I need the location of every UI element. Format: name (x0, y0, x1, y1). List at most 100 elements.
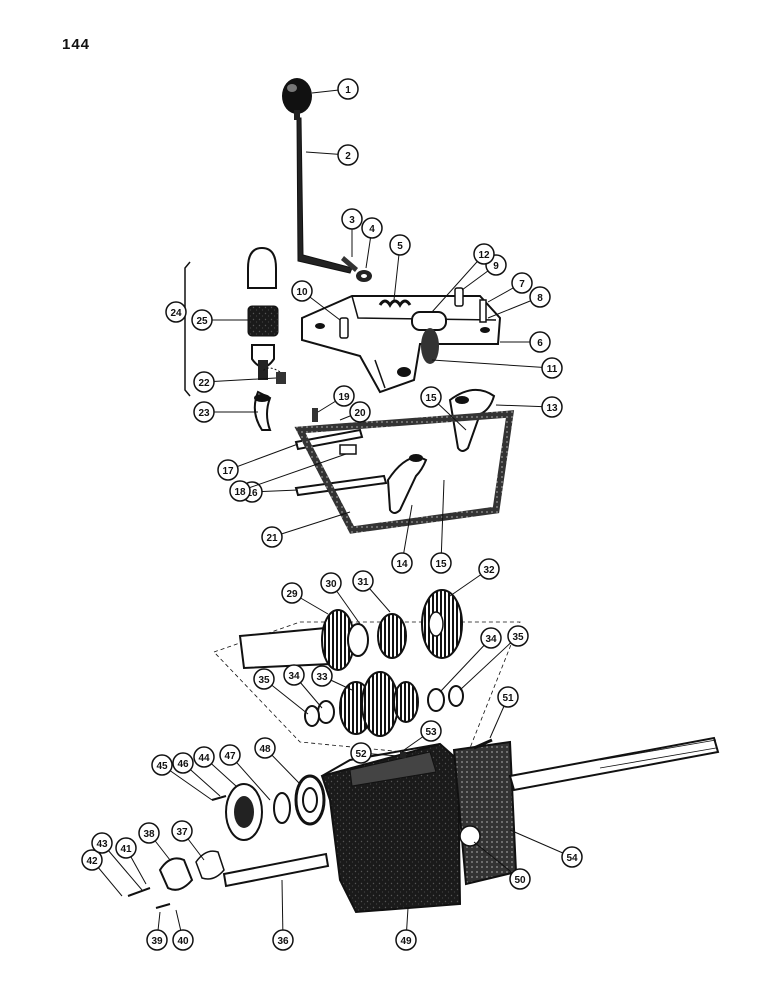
bearing-34-right (427, 688, 445, 712)
leader-line (431, 359, 553, 369)
callout-47: 47 (219, 744, 271, 801)
callout-14: 14 (391, 504, 413, 574)
cover-sleeve (411, 311, 447, 364)
callout-circle (311, 665, 333, 687)
callout-label: 9 (493, 261, 499, 272)
callout-label: 29 (286, 589, 298, 600)
callout-layer: 1234567891011121314151516171819202122232… (81, 78, 583, 951)
callout-circle (541, 396, 563, 418)
callout-label: 11 (547, 364, 558, 375)
callout-46: 46 (172, 752, 221, 797)
callout-circle (529, 286, 551, 308)
callout-circle (151, 754, 173, 776)
leader-line (431, 253, 485, 313)
callout-label: 23 (198, 408, 210, 419)
bearing-34-left (317, 700, 335, 724)
callout-circle (420, 386, 442, 408)
countershaft-outline (213, 621, 521, 759)
callout-label: 49 (400, 936, 412, 947)
callout-1: 1 (311, 78, 359, 100)
callout-circle (497, 686, 519, 708)
shifter-cover (301, 295, 502, 394)
callout-label: 30 (325, 579, 337, 590)
shift-fork-right (448, 389, 496, 452)
callout-43: 43 (91, 832, 143, 891)
callout-label: 2 (345, 151, 351, 162)
callout-38: 38 (138, 822, 171, 861)
callout-label: 1 (345, 85, 351, 96)
callout-label: 17 (222, 466, 234, 477)
callout-6: 6 (500, 331, 551, 353)
callout-39: 39 (146, 911, 168, 951)
callout-41: 41 (115, 837, 147, 885)
callout-circle (361, 217, 383, 239)
callout-circle (320, 572, 342, 594)
leader-line (239, 453, 347, 492)
callout-circle (254, 737, 276, 759)
callout-circle (430, 552, 452, 574)
callout-48: 48 (254, 737, 301, 785)
callout-circle (350, 742, 372, 764)
callout-circle (478, 558, 500, 580)
callout-label: 15 (425, 393, 437, 404)
shift-knob (282, 78, 312, 120)
snap-ring (273, 792, 291, 824)
callout-label: 12 (478, 250, 490, 261)
breather-assembly (184, 246, 281, 397)
callout-label: 18 (234, 487, 246, 498)
callout-circle (391, 552, 413, 574)
callout-4: 4 (361, 217, 383, 269)
cover-spring (378, 299, 412, 308)
callout-circle (219, 744, 241, 766)
callout-label: 19 (338, 392, 350, 403)
callout-label: 40 (177, 936, 189, 947)
callout-34: 34 (283, 664, 323, 709)
callout-circle (191, 309, 213, 331)
bearing-retainer (225, 783, 263, 841)
leader-line (203, 377, 277, 383)
callout-circle (172, 929, 194, 951)
shift-lever (296, 117, 353, 274)
callout-33: 33 (311, 665, 353, 691)
callout-15: 15 (430, 479, 452, 574)
gear-32 (421, 589, 463, 659)
small-fasteners (127, 738, 493, 909)
callout-24: 24 (165, 301, 187, 323)
callout-label: 39 (151, 936, 163, 947)
lever-washer (356, 270, 372, 282)
callout-45: 45 (151, 754, 213, 801)
callout-42: 42 (81, 849, 123, 897)
callout-13: 13 (495, 396, 563, 418)
callout-label: 24 (170, 308, 182, 319)
callout-label: 34 (485, 634, 497, 645)
callout-11: 11 (431, 357, 563, 379)
breather-fitting (276, 372, 286, 384)
leader-line (509, 829, 573, 858)
callout-circle (291, 280, 313, 302)
callout-3: 3 (341, 208, 363, 257)
callout-label: 21 (266, 533, 278, 544)
callout-15: 15 (420, 386, 467, 431)
callout-label: 51 (502, 693, 514, 704)
callout-circle (261, 526, 283, 548)
callout-17: 17 (217, 443, 299, 481)
callout-20: 20 (339, 401, 371, 423)
callout-circle (352, 570, 374, 592)
callout-label: 16 (246, 488, 258, 499)
callout-51: 51 (489, 686, 519, 739)
callout-19: 19 (317, 385, 355, 413)
callout-circle (171, 820, 193, 842)
callout-circle (541, 357, 563, 379)
callout-label: 31 (357, 577, 369, 588)
callout-circle (138, 822, 160, 844)
callout-circle (529, 331, 551, 353)
callout-circle (337, 78, 359, 100)
callout-label: 4 (369, 224, 375, 235)
washers-35 (304, 685, 464, 727)
callout-circle (281, 582, 303, 604)
callout-label: 8 (537, 293, 543, 304)
callout-circle (229, 480, 251, 502)
callout-36: 36 (272, 879, 294, 951)
callout-35: 35 (253, 668, 309, 715)
